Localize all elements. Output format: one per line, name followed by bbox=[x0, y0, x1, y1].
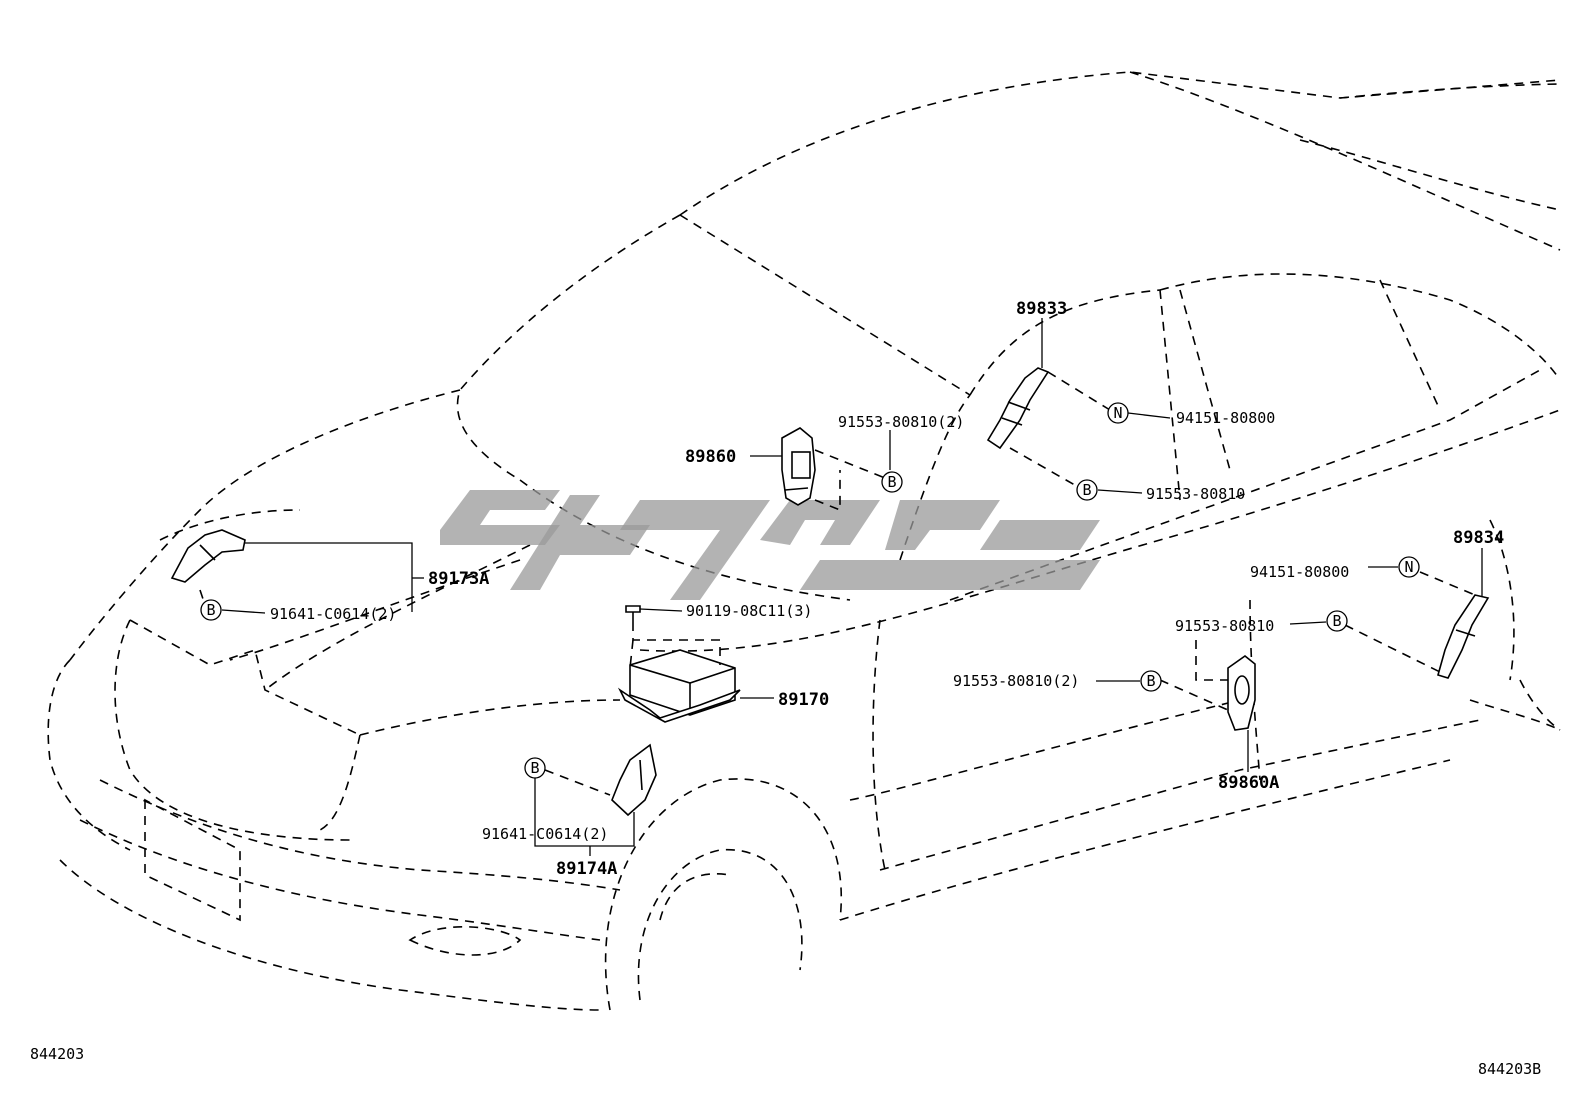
label-89170: 89170 bbox=[778, 690, 829, 710]
part-89860-sensor bbox=[781, 427, 816, 506]
label-89834: 89834 bbox=[1453, 528, 1504, 548]
svg-text:B: B bbox=[1146, 672, 1155, 690]
label-94151-top: 94151-80800 bbox=[1176, 409, 1275, 427]
label-89173A: 89173A bbox=[428, 569, 489, 589]
svg-text:N: N bbox=[1113, 404, 1122, 422]
label-91553-mid: 91553-80810(2) bbox=[953, 672, 1079, 690]
part-89833-sensor bbox=[986, 367, 1050, 450]
part-89173A-sensor bbox=[170, 529, 246, 583]
svg-text:N: N bbox=[1404, 558, 1413, 576]
bolt-symbol-left: B bbox=[200, 599, 222, 621]
label-91553-right: 91553-80810 bbox=[1175, 617, 1274, 635]
part-89834-sensor bbox=[1437, 594, 1490, 679]
car-outline bbox=[47, 71, 1561, 1011]
fastener-symbols: N B B B N B B B bbox=[200, 402, 1420, 779]
svg-text:B: B bbox=[1332, 612, 1341, 630]
bolt-symbol-right: B bbox=[1326, 610, 1348, 632]
part-89860A-sensor bbox=[1227, 654, 1256, 731]
bolt-symbol-top-left: B bbox=[881, 471, 903, 493]
label-89860A: 89860A bbox=[1218, 773, 1279, 793]
label-94151-right: 94151-80800 bbox=[1250, 563, 1349, 581]
svg-text:B: B bbox=[206, 601, 215, 619]
assembly-lines bbox=[199, 371, 1476, 796]
part-89174A-sensor bbox=[611, 743, 657, 817]
watermark-logo bbox=[440, 490, 1100, 600]
part-90119-bolt bbox=[625, 605, 641, 622]
leader-lines bbox=[221, 318, 1483, 856]
nut-symbol-top: N bbox=[1107, 402, 1129, 424]
bolt-symbol-mid: B bbox=[1140, 670, 1162, 692]
bolt-symbol-bottom: B bbox=[524, 757, 546, 779]
label-89174A: 89174A bbox=[556, 859, 617, 879]
label-91553-top-right: 91553-80810 bbox=[1146, 485, 1245, 503]
svg-text:B: B bbox=[887, 473, 896, 491]
label-90119: 90119-08C11(3) bbox=[686, 602, 812, 620]
part-89170-ecu bbox=[617, 649, 741, 723]
callout-labels: 89833 94151-80800 91553-80810(2) 89860 9… bbox=[270, 299, 1504, 879]
label-89833: 89833 bbox=[1016, 299, 1067, 319]
bolt-symbol-top-right: B bbox=[1076, 479, 1098, 501]
reference-code-right: 844203B bbox=[1478, 1060, 1541, 1078]
label-89860: 89860 bbox=[685, 447, 736, 467]
svg-text:B: B bbox=[530, 759, 539, 777]
nut-symbol-right: N bbox=[1398, 556, 1420, 578]
label-91553-top-left: 91553-80810(2) bbox=[838, 413, 964, 431]
reference-code-left: 844203 bbox=[30, 1045, 84, 1063]
label-91641-bottom: 91641-C0614(2) bbox=[482, 825, 608, 843]
svg-text:B: B bbox=[1082, 481, 1091, 499]
label-91641-top: 91641-C0614(2) bbox=[270, 605, 396, 623]
